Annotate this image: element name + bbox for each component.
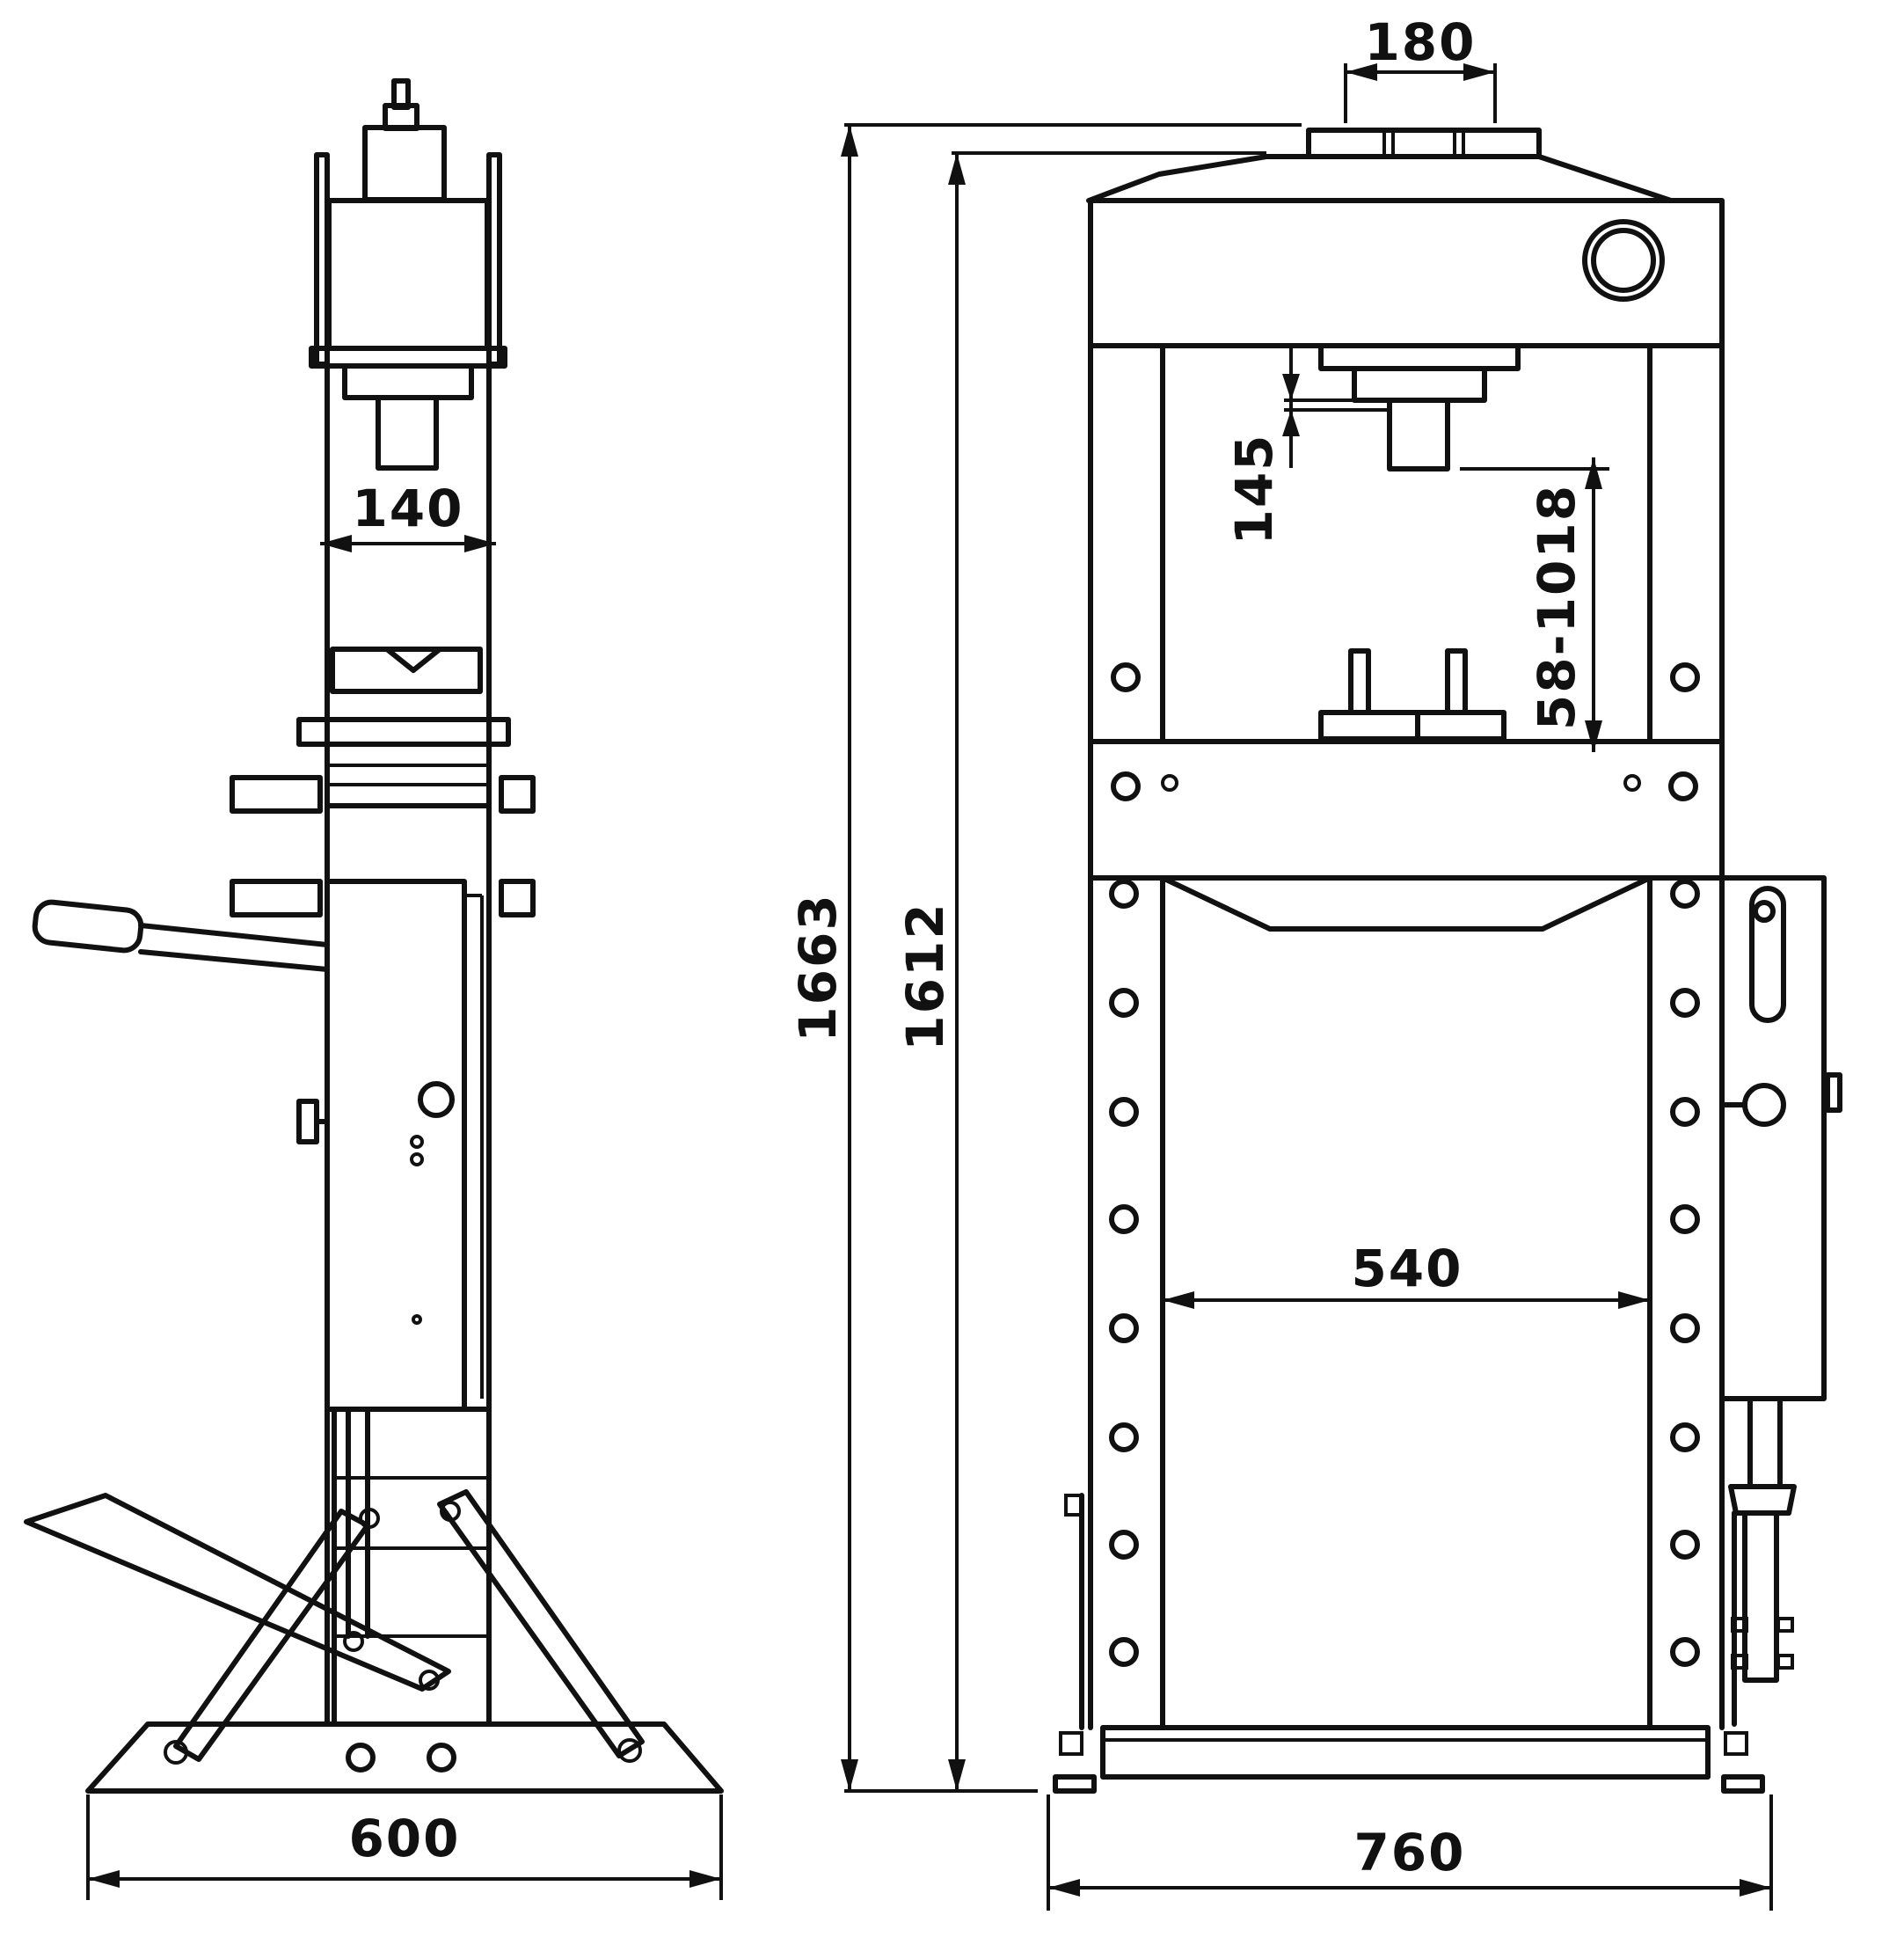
dim-front-ram-width: 180 — [1364, 12, 1476, 72]
dim-side-base-width: 600 — [348, 1809, 460, 1868]
dimension-labels: 600 140 180 1663 1612 145 58-1018 540 76… — [348, 12, 1587, 1882]
dim-ram-stroke: 145 — [1224, 433, 1284, 545]
dimension-lines — [86, 63, 1773, 1911]
dim-base-width: 760 — [1353, 1823, 1465, 1882]
dim-total-height: 1663 — [788, 893, 848, 1042]
front-view — [1053, 128, 1842, 1794]
dim-frame-height: 1612 — [895, 902, 955, 1050]
dim-working-height: 58-1018 — [1527, 484, 1587, 730]
side-view — [24, 78, 724, 1794]
dim-inner-width: 540 — [1351, 1239, 1463, 1298]
dim-side-frame-inner: 140 — [352, 479, 463, 538]
